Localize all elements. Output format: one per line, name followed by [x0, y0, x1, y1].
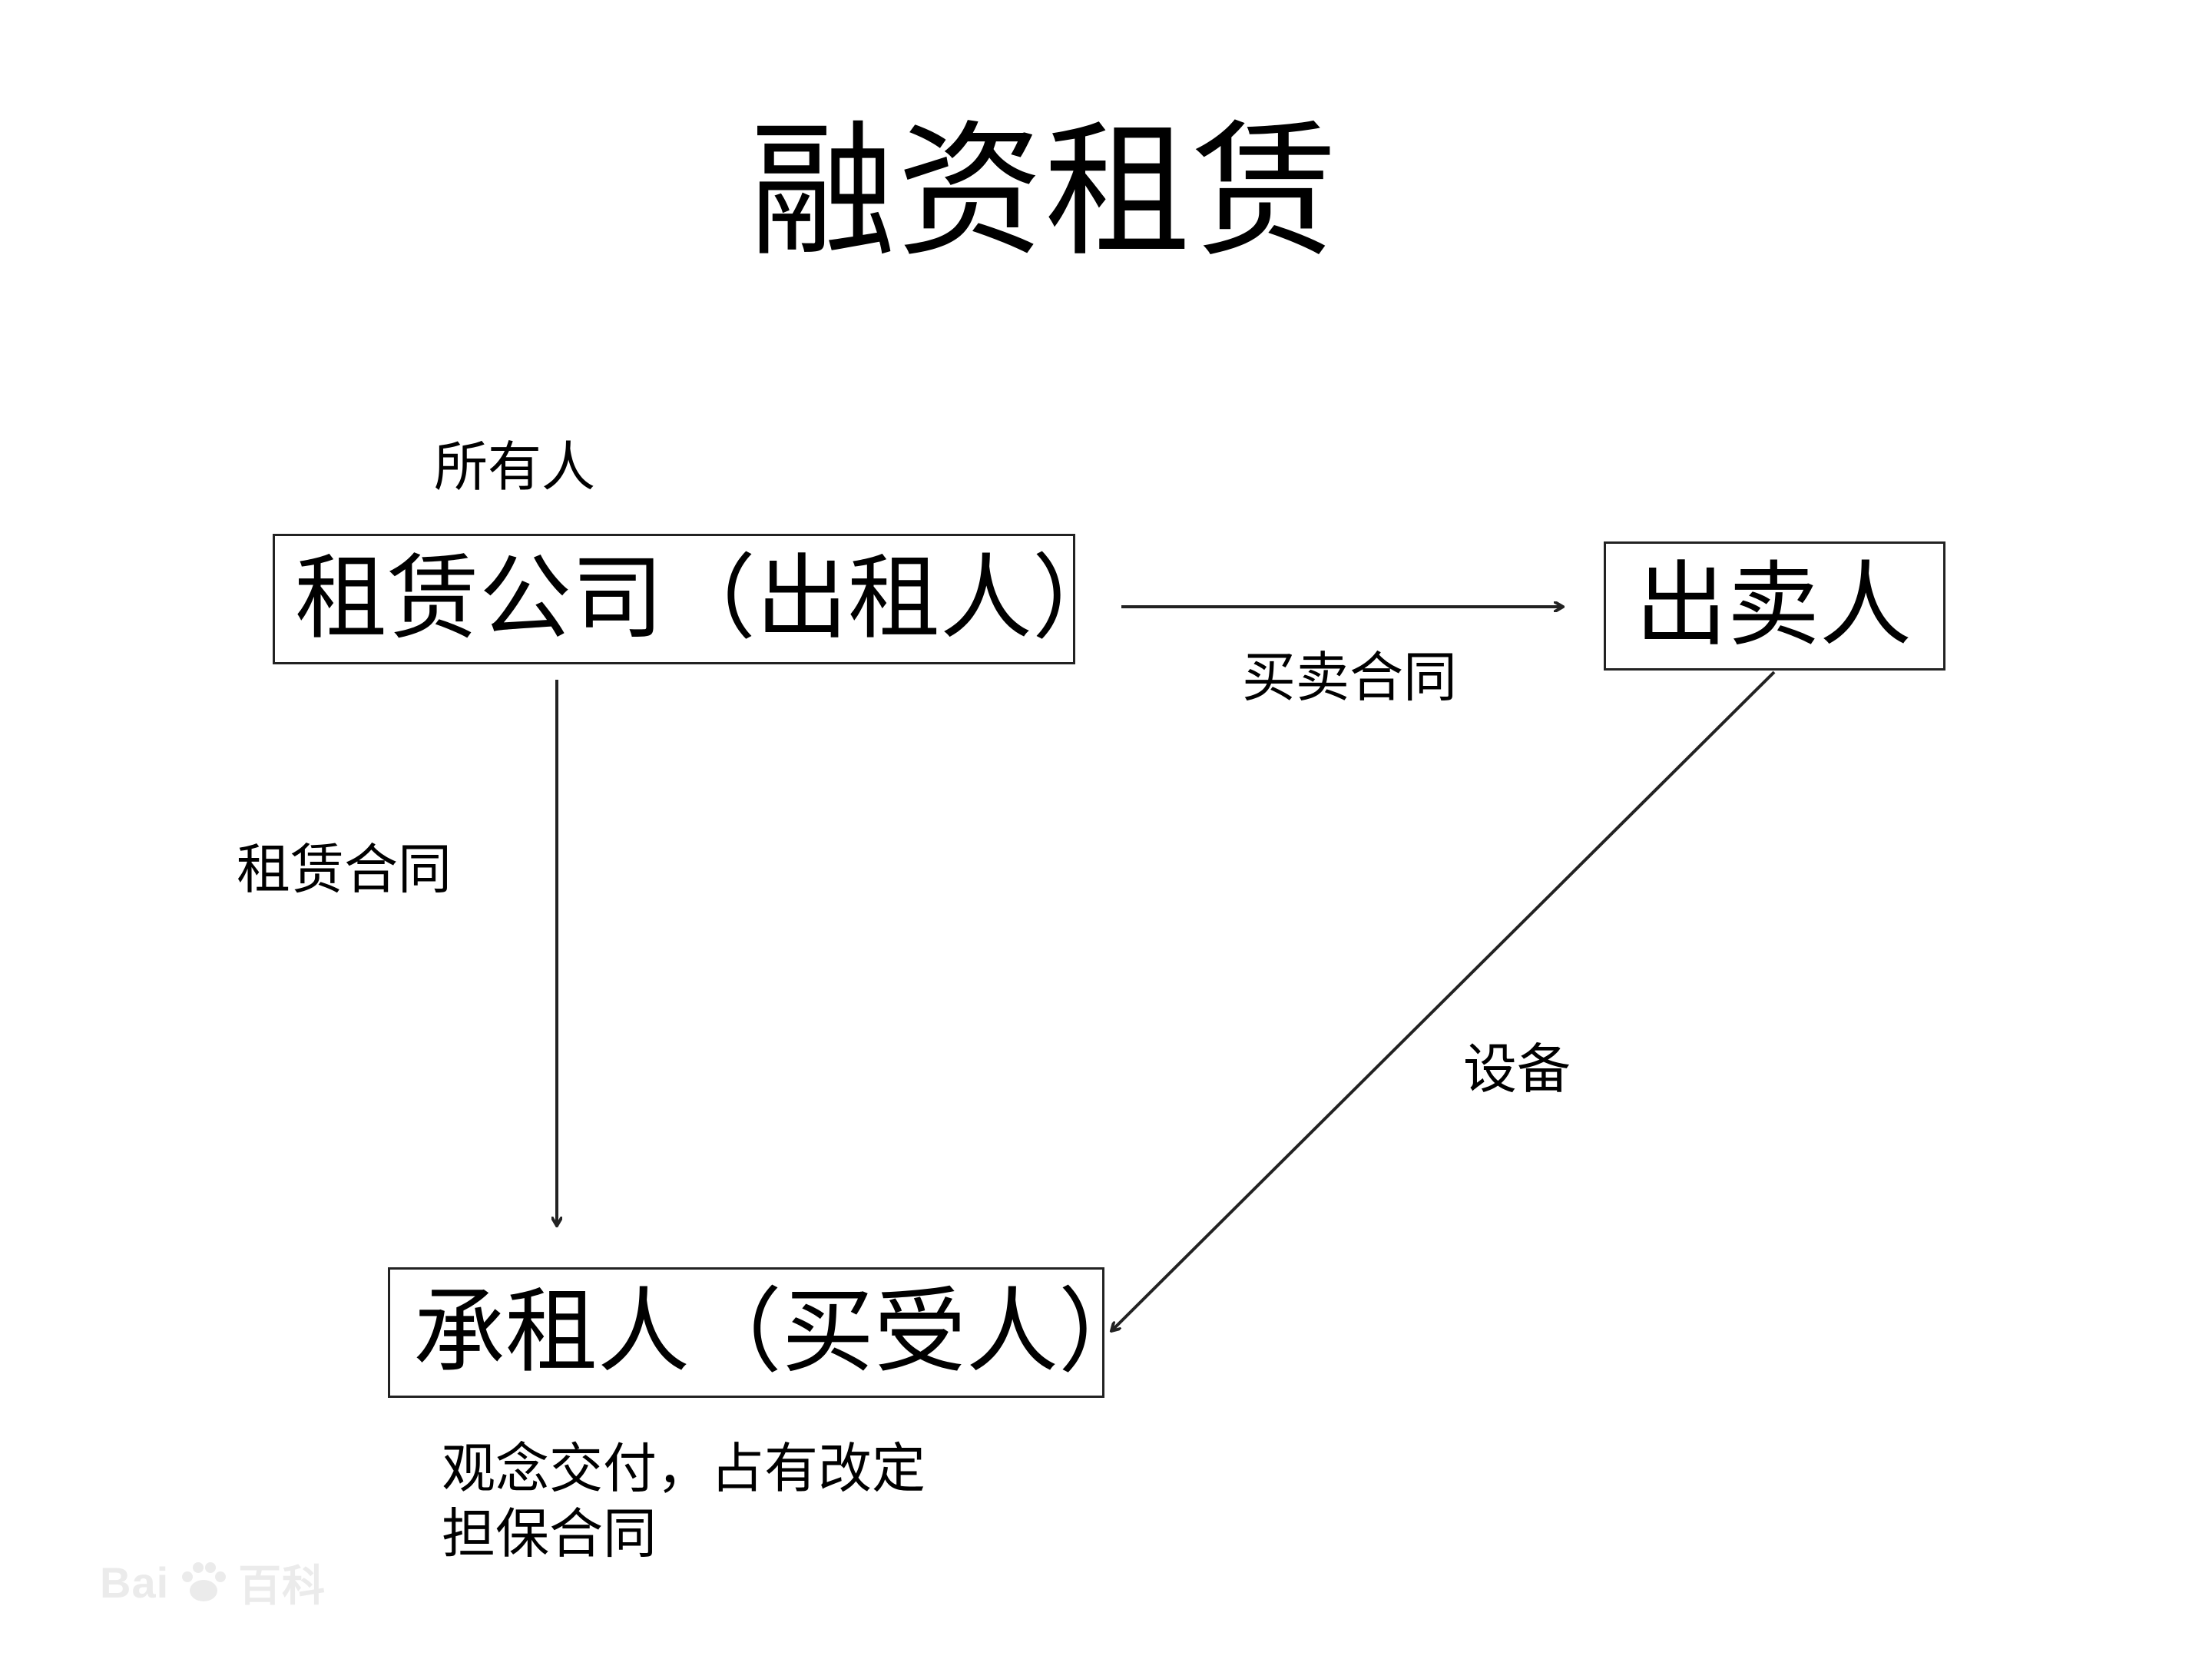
lessor-box: 租赁公司（出租人）: [273, 534, 1124, 664]
delivery-note-label: 观念交付，占有改定: [442, 1437, 926, 1500]
seller-box: 出卖人: [1604, 541, 1945, 671]
baidu-watermark: Bai 百科: [100, 1551, 326, 1614]
owner-label: 所有人: [434, 435, 595, 498]
lessee-label: 承租人（买受人）: [413, 1279, 1151, 1386]
equipment-label: 设备: [1463, 1038, 1571, 1101]
diagram-title: 融资租赁: [749, 107, 1339, 276]
watermark-text-start: Bai: [100, 1558, 170, 1607]
lessee-box: 承租人（买受人）: [388, 1267, 1151, 1398]
seller-label: 出卖人: [1635, 552, 1912, 659]
equipment-arrow: [1111, 671, 1776, 1331]
lessor-label: 租赁公司（出租人）: [295, 545, 1124, 652]
paw-icon: [182, 1561, 227, 1601]
lease-contract-label: 租赁合同: [237, 838, 452, 901]
sales-contract-label: 买卖合同: [1242, 646, 1457, 709]
watermark-text-end: 百科: [238, 1561, 326, 1610]
guarantee-contract-label: 担保合同: [442, 1502, 657, 1565]
